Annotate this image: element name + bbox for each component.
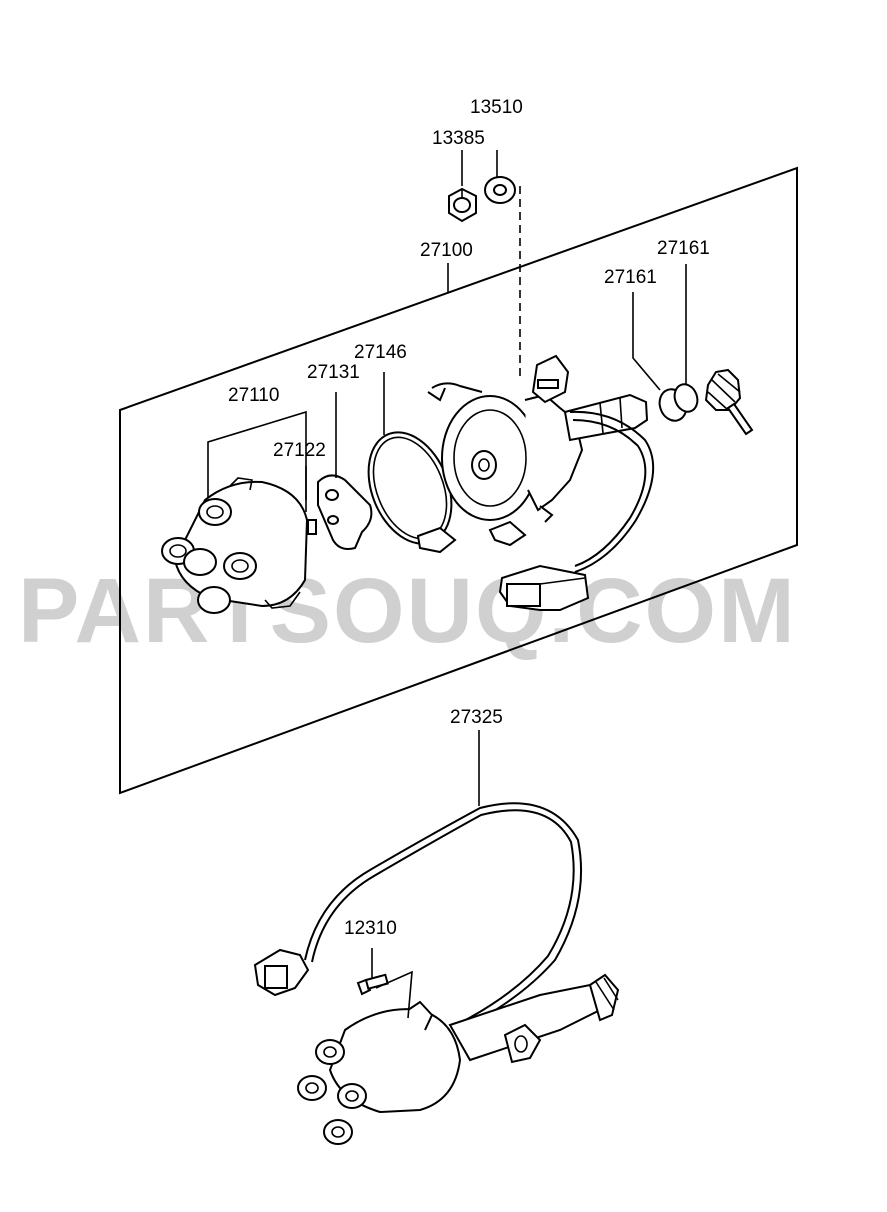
- callout-27110: 27110: [228, 385, 279, 406]
- oring-27146[interactable]: [353, 420, 467, 556]
- distributor-assembly-27325[interactable]: [253, 802, 620, 1145]
- callout-12310: 12310: [344, 918, 397, 939]
- oring-27161-b[interactable]: [671, 381, 701, 415]
- rotor-27131[interactable]: [307, 474, 373, 550]
- distributor-housing-27100[interactable]: [427, 354, 655, 611]
- nut-13385[interactable]: [448, 187, 477, 223]
- callout-27100: 27100: [420, 240, 473, 261]
- drive-gear[interactable]: [704, 368, 742, 411]
- callout-27146: 27146: [354, 342, 407, 363]
- leader-27161-a: [632, 292, 661, 391]
- drive-pin[interactable]: [726, 402, 754, 436]
- callout-27122: 27122: [273, 440, 326, 461]
- washer-13510[interactable]: [484, 176, 516, 204]
- distributor-cap-27110[interactable]: [161, 477, 309, 614]
- callout-13510: 13510: [470, 97, 523, 118]
- callout-27131: 27131: [307, 362, 360, 383]
- watermark-text: PARTSOUQ.COM: [18, 560, 797, 662]
- leader-27110: [207, 410, 307, 512]
- callout-27161-b: 27161: [657, 238, 710, 259]
- callout-27161-a: 27161: [604, 267, 657, 288]
- assembly-frame: [119, 166, 798, 795]
- callout-27325: 27325: [450, 707, 503, 728]
- leader-12310-branch: [375, 970, 413, 1019]
- callout-13385: 13385: [432, 128, 485, 149]
